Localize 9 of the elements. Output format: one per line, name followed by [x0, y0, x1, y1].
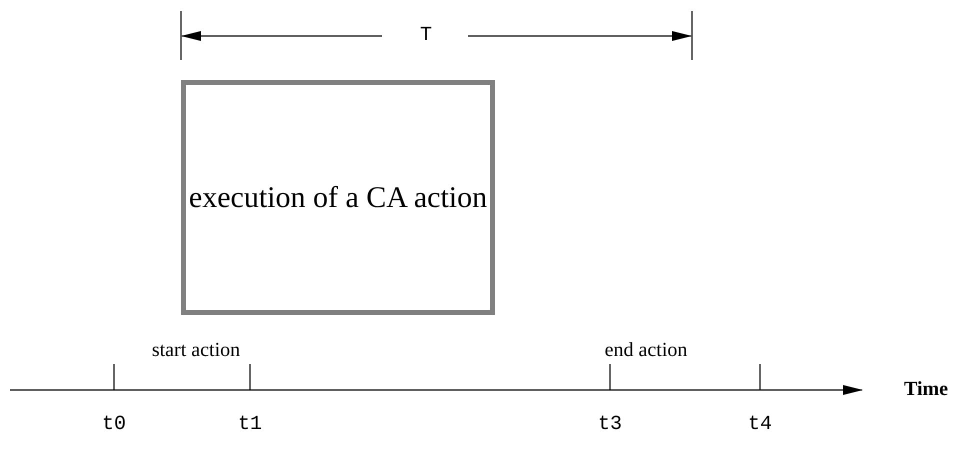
- event-label: start action: [152, 340, 240, 360]
- box-text: execution of a CA action: [188, 182, 488, 212]
- process-box: [181, 80, 495, 315]
- axis-label: Time: [904, 379, 948, 399]
- tick-label: t4: [748, 415, 772, 435]
- tick-label: t1: [238, 415, 262, 435]
- tick-label: t0: [102, 415, 126, 435]
- tick-label: t3: [598, 415, 622, 435]
- event-label: end action: [604, 340, 688, 360]
